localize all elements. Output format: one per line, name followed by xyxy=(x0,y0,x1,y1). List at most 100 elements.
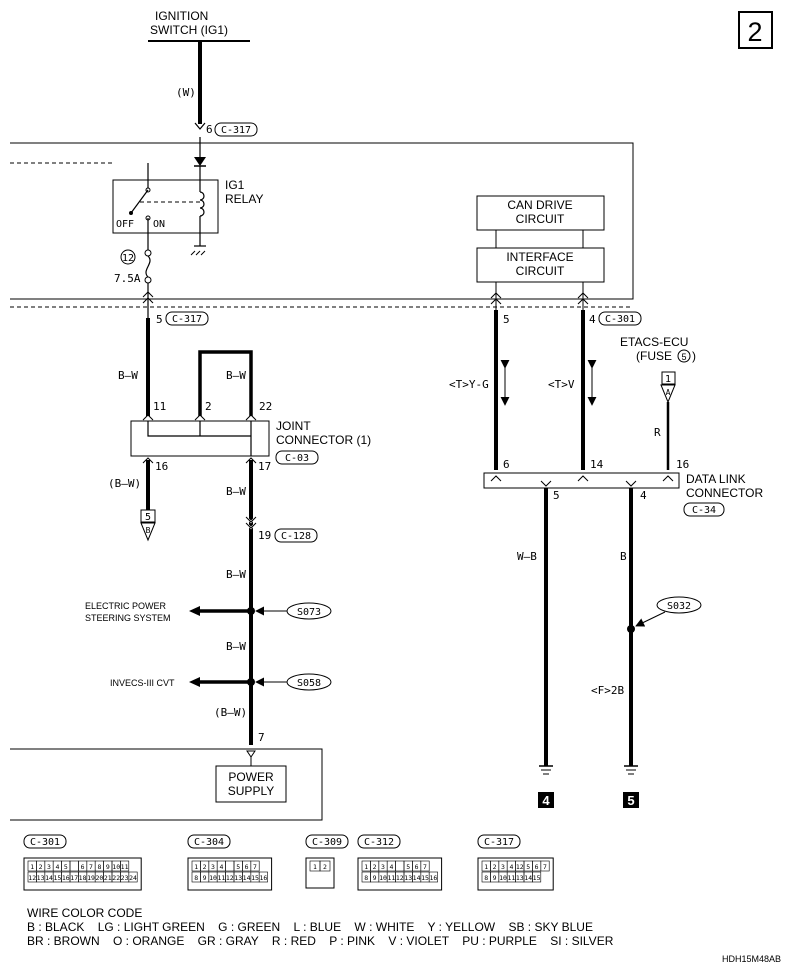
wire-label-bw-paren-bottom: (B—W) xyxy=(214,706,247,719)
etacs-fuse-arrow xyxy=(660,384,676,404)
connector-pin: 12 xyxy=(516,863,524,871)
footer-code: HDH15M48AB xyxy=(722,954,781,964)
connector-c317-top: C-317 xyxy=(221,125,251,136)
connector-pin: 5 xyxy=(406,863,410,871)
wire-label-bw-mid1: B—W xyxy=(226,485,246,498)
connector-view-name: C-317 xyxy=(484,837,514,848)
interface-box xyxy=(476,247,605,283)
etacs-ecu-outline xyxy=(10,142,634,300)
pin-mark-ignition xyxy=(194,122,206,130)
color-code-title: WIRE COLOR CODE xyxy=(27,906,142,920)
connector-pin: 21 xyxy=(104,874,112,882)
wire-joint-jumper xyxy=(198,350,253,416)
connector-pin: 6 xyxy=(415,863,419,871)
connector-pin: 6 xyxy=(535,863,539,871)
splice-dot-s058 xyxy=(247,678,255,686)
connector-pin: 13 xyxy=(516,874,524,882)
connector-pin: 10 xyxy=(112,863,120,871)
connector-pin: 5 xyxy=(236,863,240,871)
relay-off-label: OFF xyxy=(116,219,134,230)
ignition-switch-label-2: SWITCH (IG1) xyxy=(150,23,228,37)
left-ref-number: 5 xyxy=(145,512,151,523)
splice-s032: S032 xyxy=(667,601,691,612)
connector-c128: C-128 xyxy=(281,531,311,542)
power-supply-box xyxy=(215,765,287,803)
connector-view-name: C-301 xyxy=(30,837,60,848)
connector-pin: 4 xyxy=(55,863,59,871)
dlc-pin-16: 16 xyxy=(676,458,689,471)
splice-s073: S073 xyxy=(297,607,321,618)
splice-dot-s073 xyxy=(247,607,255,615)
dlc-pin-5: 5 xyxy=(553,489,560,502)
connector-pin: 9 xyxy=(373,874,377,882)
connector-pin: 22 xyxy=(112,874,120,882)
connector-pin: 20 xyxy=(95,874,103,882)
connector-pin: 1 xyxy=(30,863,34,871)
connector-pin: 18 xyxy=(79,874,87,882)
connector-pin: 15 xyxy=(251,874,259,882)
relay-label-2: RELAY xyxy=(225,192,263,206)
connector-pin: 7 xyxy=(89,863,93,871)
wire-label-r: R xyxy=(654,426,661,439)
connector-pin: 3 xyxy=(501,863,505,871)
etacs-fuse-letter: A xyxy=(666,388,671,397)
joint-connector-label-1: JOINT xyxy=(276,419,311,433)
connector-pin: 6 xyxy=(245,863,249,871)
power-supply-label-1: POWER xyxy=(228,770,274,784)
eps-label-1: ELECTRIC POWER xyxy=(85,601,167,611)
page-number-box: 2 xyxy=(738,11,773,49)
fuse-number: 12 xyxy=(122,253,134,264)
ignition-pin-number: 6 xyxy=(206,123,213,136)
ground-ref-4: 4 xyxy=(542,793,550,808)
connector-pin: 19 xyxy=(87,874,95,882)
etacs-pin-5: 5 xyxy=(156,313,163,326)
connector-pin: 1 xyxy=(313,863,317,871)
wire-label-ignition: (W) xyxy=(176,86,196,99)
cvt-label: INVECS-III CVT xyxy=(110,678,175,688)
dlc-pin-14: 14 xyxy=(590,458,604,471)
page-number: 2 xyxy=(747,17,762,47)
fuse-rating: 7.5A xyxy=(114,272,141,285)
etacs-fuse-label-end: ) xyxy=(692,349,696,363)
wire-label-bw-jumper: B—W xyxy=(226,369,246,382)
connector-pin: 23 xyxy=(121,874,129,882)
color-code-line-1: B : BLACK LG : LIGHT GREEN G : GREEN L :… xyxy=(27,920,593,934)
connector-pin: 3 xyxy=(381,863,385,871)
connector-pin: 16 xyxy=(259,874,267,882)
connector-pin: 4 xyxy=(509,863,513,871)
connector-view-name: C-312 xyxy=(364,837,394,848)
left-ref-letter: B xyxy=(146,526,151,535)
connector-pin: 17 xyxy=(70,874,78,882)
wire-label-bw-left: B—W xyxy=(118,369,138,382)
connector-pin: 11 xyxy=(217,874,225,882)
connector-pin: 9 xyxy=(106,863,110,871)
connector-pin: 24 xyxy=(129,874,137,882)
wire-label-yg: <T>Y-G xyxy=(449,378,489,391)
connector-pin: 3 xyxy=(211,863,215,871)
connector-pin: 9 xyxy=(203,874,207,882)
wire-label-wb: W—B xyxy=(517,550,537,563)
connector-pin: 7 xyxy=(423,863,427,871)
connector-pin: 12 xyxy=(396,874,404,882)
relay-switch-contact xyxy=(130,189,149,214)
connector-pin: 2 xyxy=(323,863,327,871)
dlc-label-2: CONNECTOR xyxy=(686,486,763,500)
eps-label-2: STEERING SYSTEM xyxy=(85,613,171,623)
joint-pin-11: 11 xyxy=(153,400,166,413)
connector-pin: 10 xyxy=(379,874,387,882)
c128-pin: 19 xyxy=(258,529,271,542)
interface-label-1: INTERFACE xyxy=(506,250,573,264)
joint-pin-16: 16 xyxy=(155,460,168,473)
can-drive-box xyxy=(476,195,605,231)
connector-pin: 2 xyxy=(203,863,207,871)
wire-label-f2b: <F>2B xyxy=(591,684,624,697)
connector-pin: 11 xyxy=(387,874,395,882)
connector-pin: 10 xyxy=(499,874,507,882)
etacs-fuse-label-1: ETACS-ECU xyxy=(620,335,688,349)
bottom-ecu-outline xyxy=(10,748,323,821)
can-drive-label-1: CAN DRIVE xyxy=(507,198,572,212)
connector-pin: 11 xyxy=(121,863,129,871)
